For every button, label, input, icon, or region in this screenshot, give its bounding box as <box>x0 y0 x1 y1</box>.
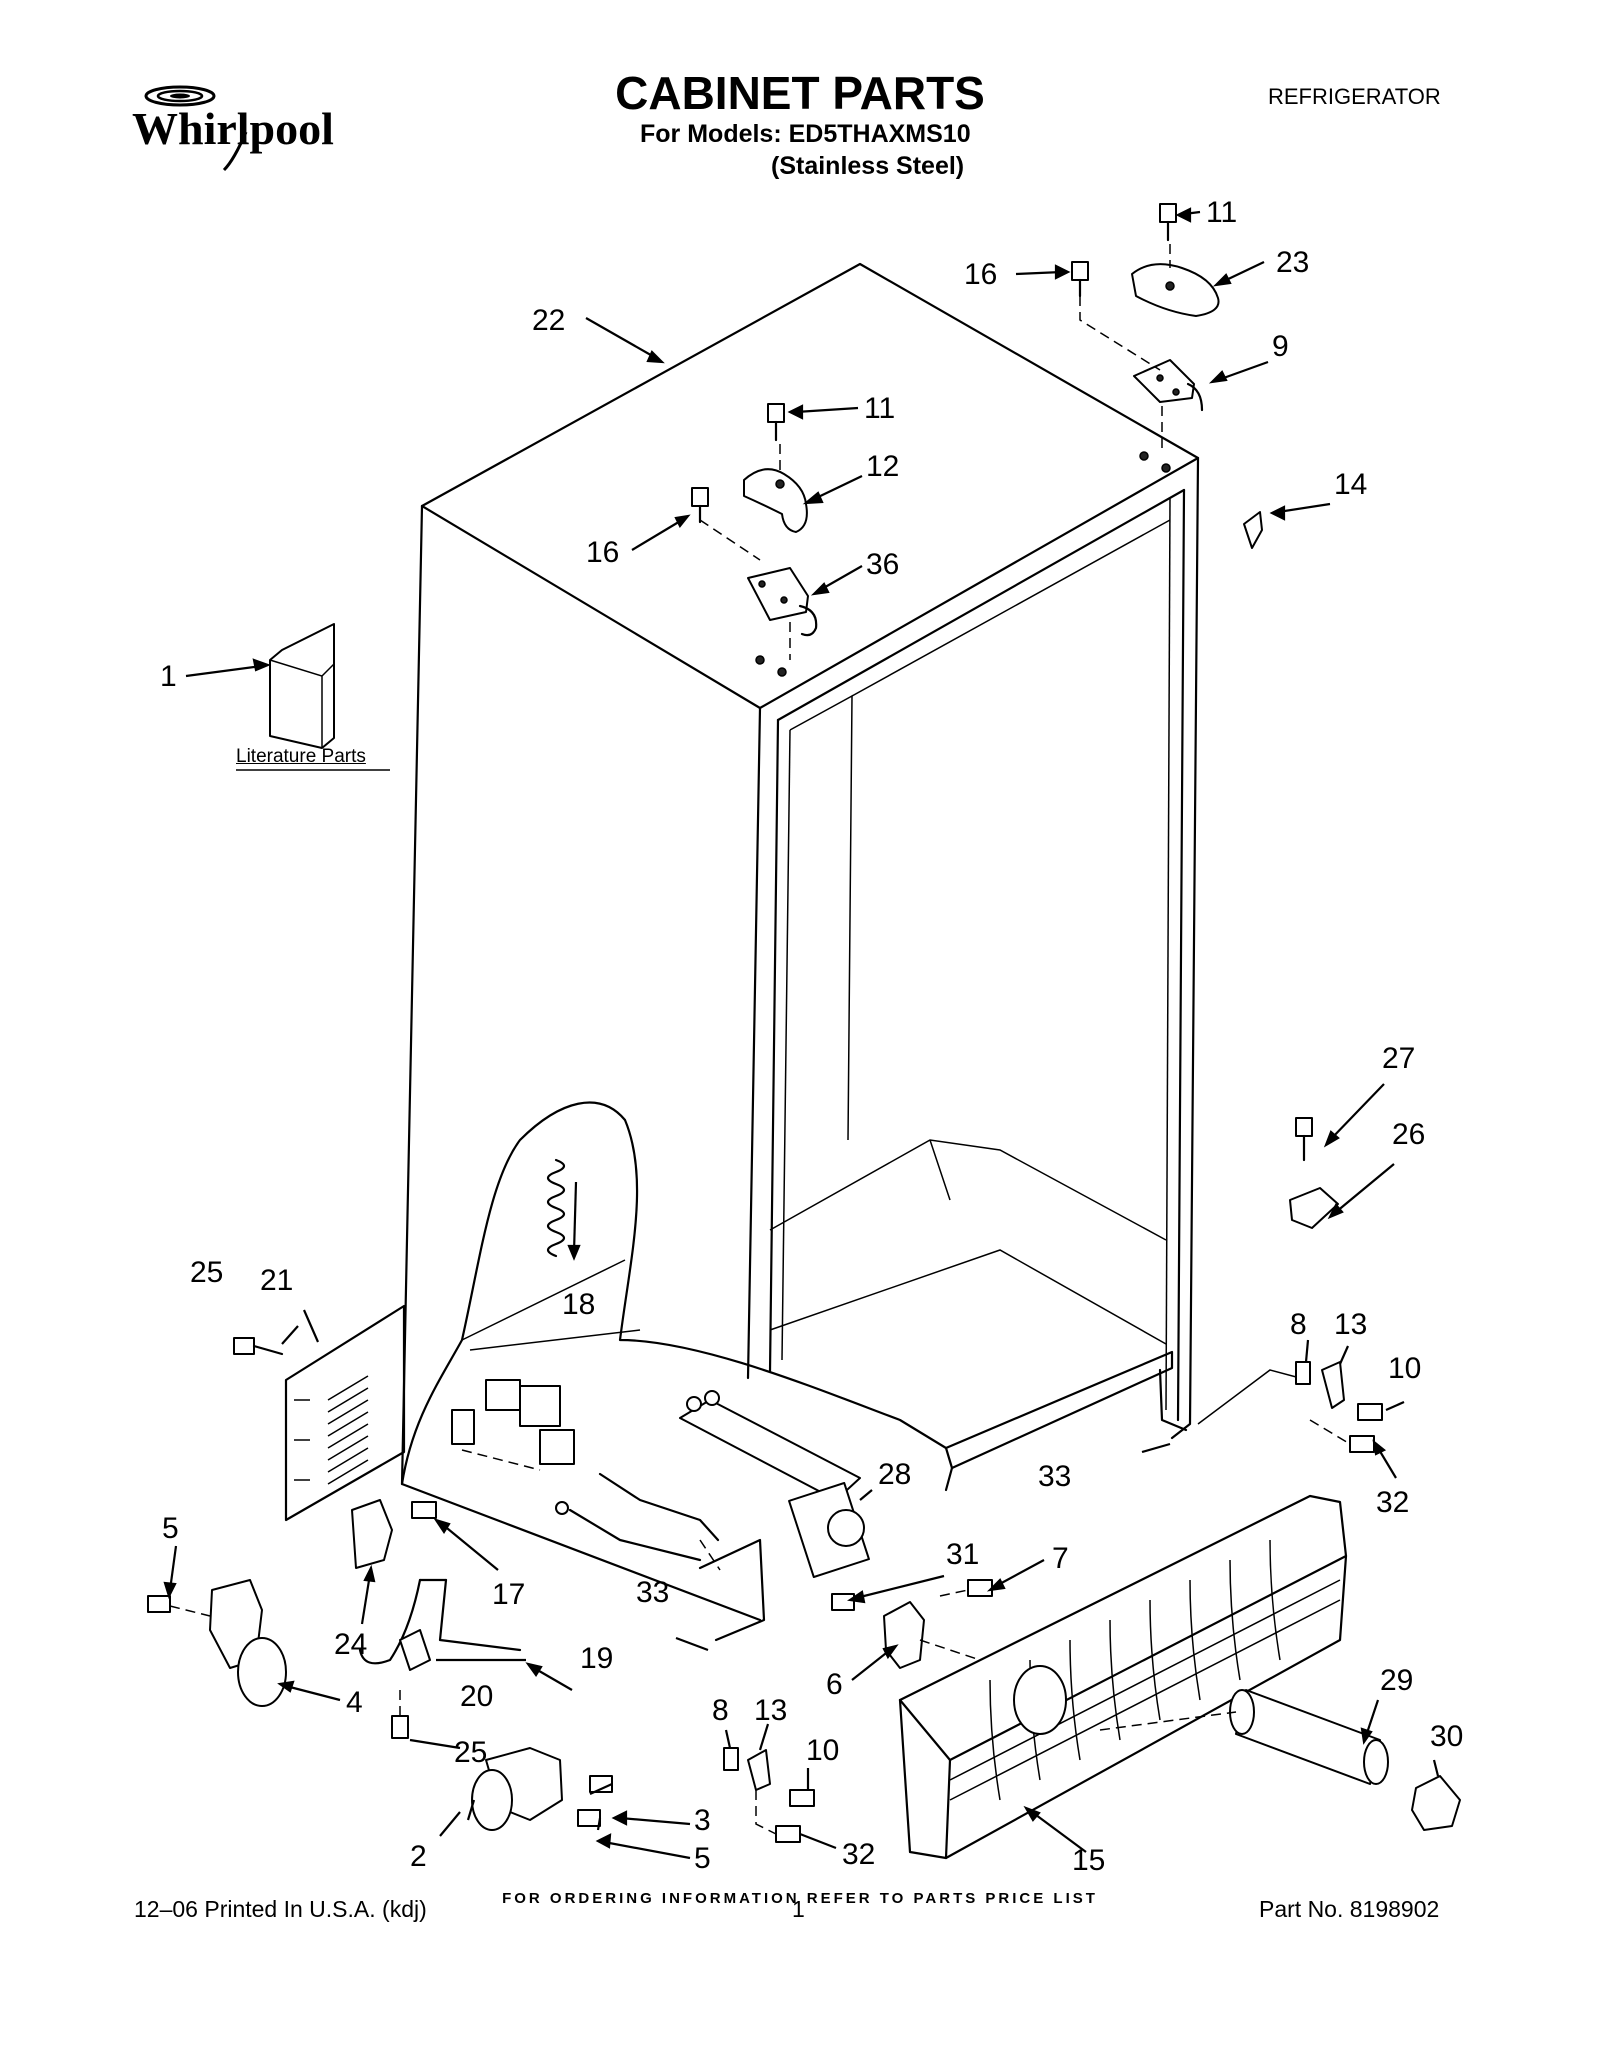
callout-10a: 10 <box>1388 1352 1421 1385</box>
callout-22: 22 <box>532 304 565 337</box>
finish-line: (Stainless Steel) <box>771 152 965 180</box>
callout-9: 9 <box>1272 330 1289 363</box>
literature-parts-label: Literature Parts <box>236 746 366 767</box>
callout-25b: 25 <box>454 1736 487 1769</box>
callout-16b: 16 <box>586 536 619 569</box>
callout-7: 7 <box>1052 1542 1069 1575</box>
ordering-note: FOR ORDERING INFORMATION REFER TO PARTS … <box>502 1890 1098 1907</box>
callout-28: 28 <box>878 1458 911 1491</box>
part-number: Part No. 8198902 <box>1259 1896 1440 1922</box>
callout-25a: 25 <box>190 1256 223 1289</box>
callout-29: 29 <box>1380 1664 1413 1697</box>
right-hardware <box>1289 1117 1383 1453</box>
svg-text:Whirlpool: Whirlpool <box>132 103 334 154</box>
callout-31: 31 <box>946 1538 979 1571</box>
lower-left-hardware <box>147 1337 613 1831</box>
callout-32b: 32 <box>842 1838 875 1871</box>
models-line: For Models: ED5THAXMS10 <box>640 120 971 148</box>
page-title: CABINET PARTS <box>615 67 985 119</box>
whirlpool-logo: Whirlpool <box>132 85 334 172</box>
callout-21: 21 <box>260 1264 293 1297</box>
callout-5b: 5 <box>694 1842 711 1875</box>
callout-17: 17 <box>492 1578 525 1611</box>
callout-3: 3 <box>694 1804 711 1837</box>
product-type: REFRIGERATOR <box>1268 84 1441 109</box>
callout-24: 24 <box>334 1628 367 1661</box>
callout-16a: 16 <box>964 258 997 291</box>
callout-33a: 33 <box>1038 1460 1071 1493</box>
callout-19: 19 <box>580 1642 613 1675</box>
callout-10b: 10 <box>806 1734 839 1767</box>
callout-26: 26 <box>1392 1118 1425 1151</box>
callout-36: 36 <box>866 548 899 581</box>
top-left-hinge <box>691 403 818 677</box>
top-right-hinge <box>1071 203 1263 549</box>
callout-1: 1 <box>160 660 177 693</box>
callout-5a: 5 <box>162 1512 179 1545</box>
callout-33b: 33 <box>636 1576 669 1609</box>
callout-13a: 13 <box>1334 1308 1367 1341</box>
machine-compartment-cutaway <box>400 1101 948 1642</box>
callout-23: 23 <box>1276 246 1309 279</box>
left-grille <box>284 1304 406 1522</box>
callout-11b: 11 <box>864 392 895 425</box>
leader-arrows <box>163 207 1440 1860</box>
callout-12: 12 <box>866 450 899 483</box>
callout-8b: 8 <box>712 1694 729 1727</box>
callout-27: 27 <box>1382 1042 1415 1075</box>
callout-14: 14 <box>1334 468 1367 501</box>
literature-pack <box>269 623 335 749</box>
water-filter <box>1099 1689 1461 1831</box>
callout-numbers: 1 2 3 4 5 5 6 7 8 8 9 10 10 11 11 12 13 … <box>160 196 1463 1877</box>
callout-4: 4 <box>346 1686 363 1719</box>
callout-32a: 32 <box>1376 1486 1409 1519</box>
callout-15: 15 <box>1072 1844 1105 1877</box>
callout-18: 18 <box>562 1288 595 1321</box>
callout-30: 30 <box>1430 1720 1463 1753</box>
callout-8a: 8 <box>1290 1308 1307 1341</box>
toe-grille <box>898 1494 1348 1860</box>
callout-20: 20 <box>460 1680 493 1713</box>
callout-2: 2 <box>410 1840 427 1873</box>
print-info: 12–06 Printed In U.S.A. (kdj) <box>134 1896 427 1922</box>
page-number: 1 <box>792 1896 805 1922</box>
lower-center-hardware <box>723 1579 993 1843</box>
callout-6: 6 <box>826 1668 843 1701</box>
callout-13b: 13 <box>754 1694 787 1727</box>
callout-11a: 11 <box>1206 196 1237 229</box>
